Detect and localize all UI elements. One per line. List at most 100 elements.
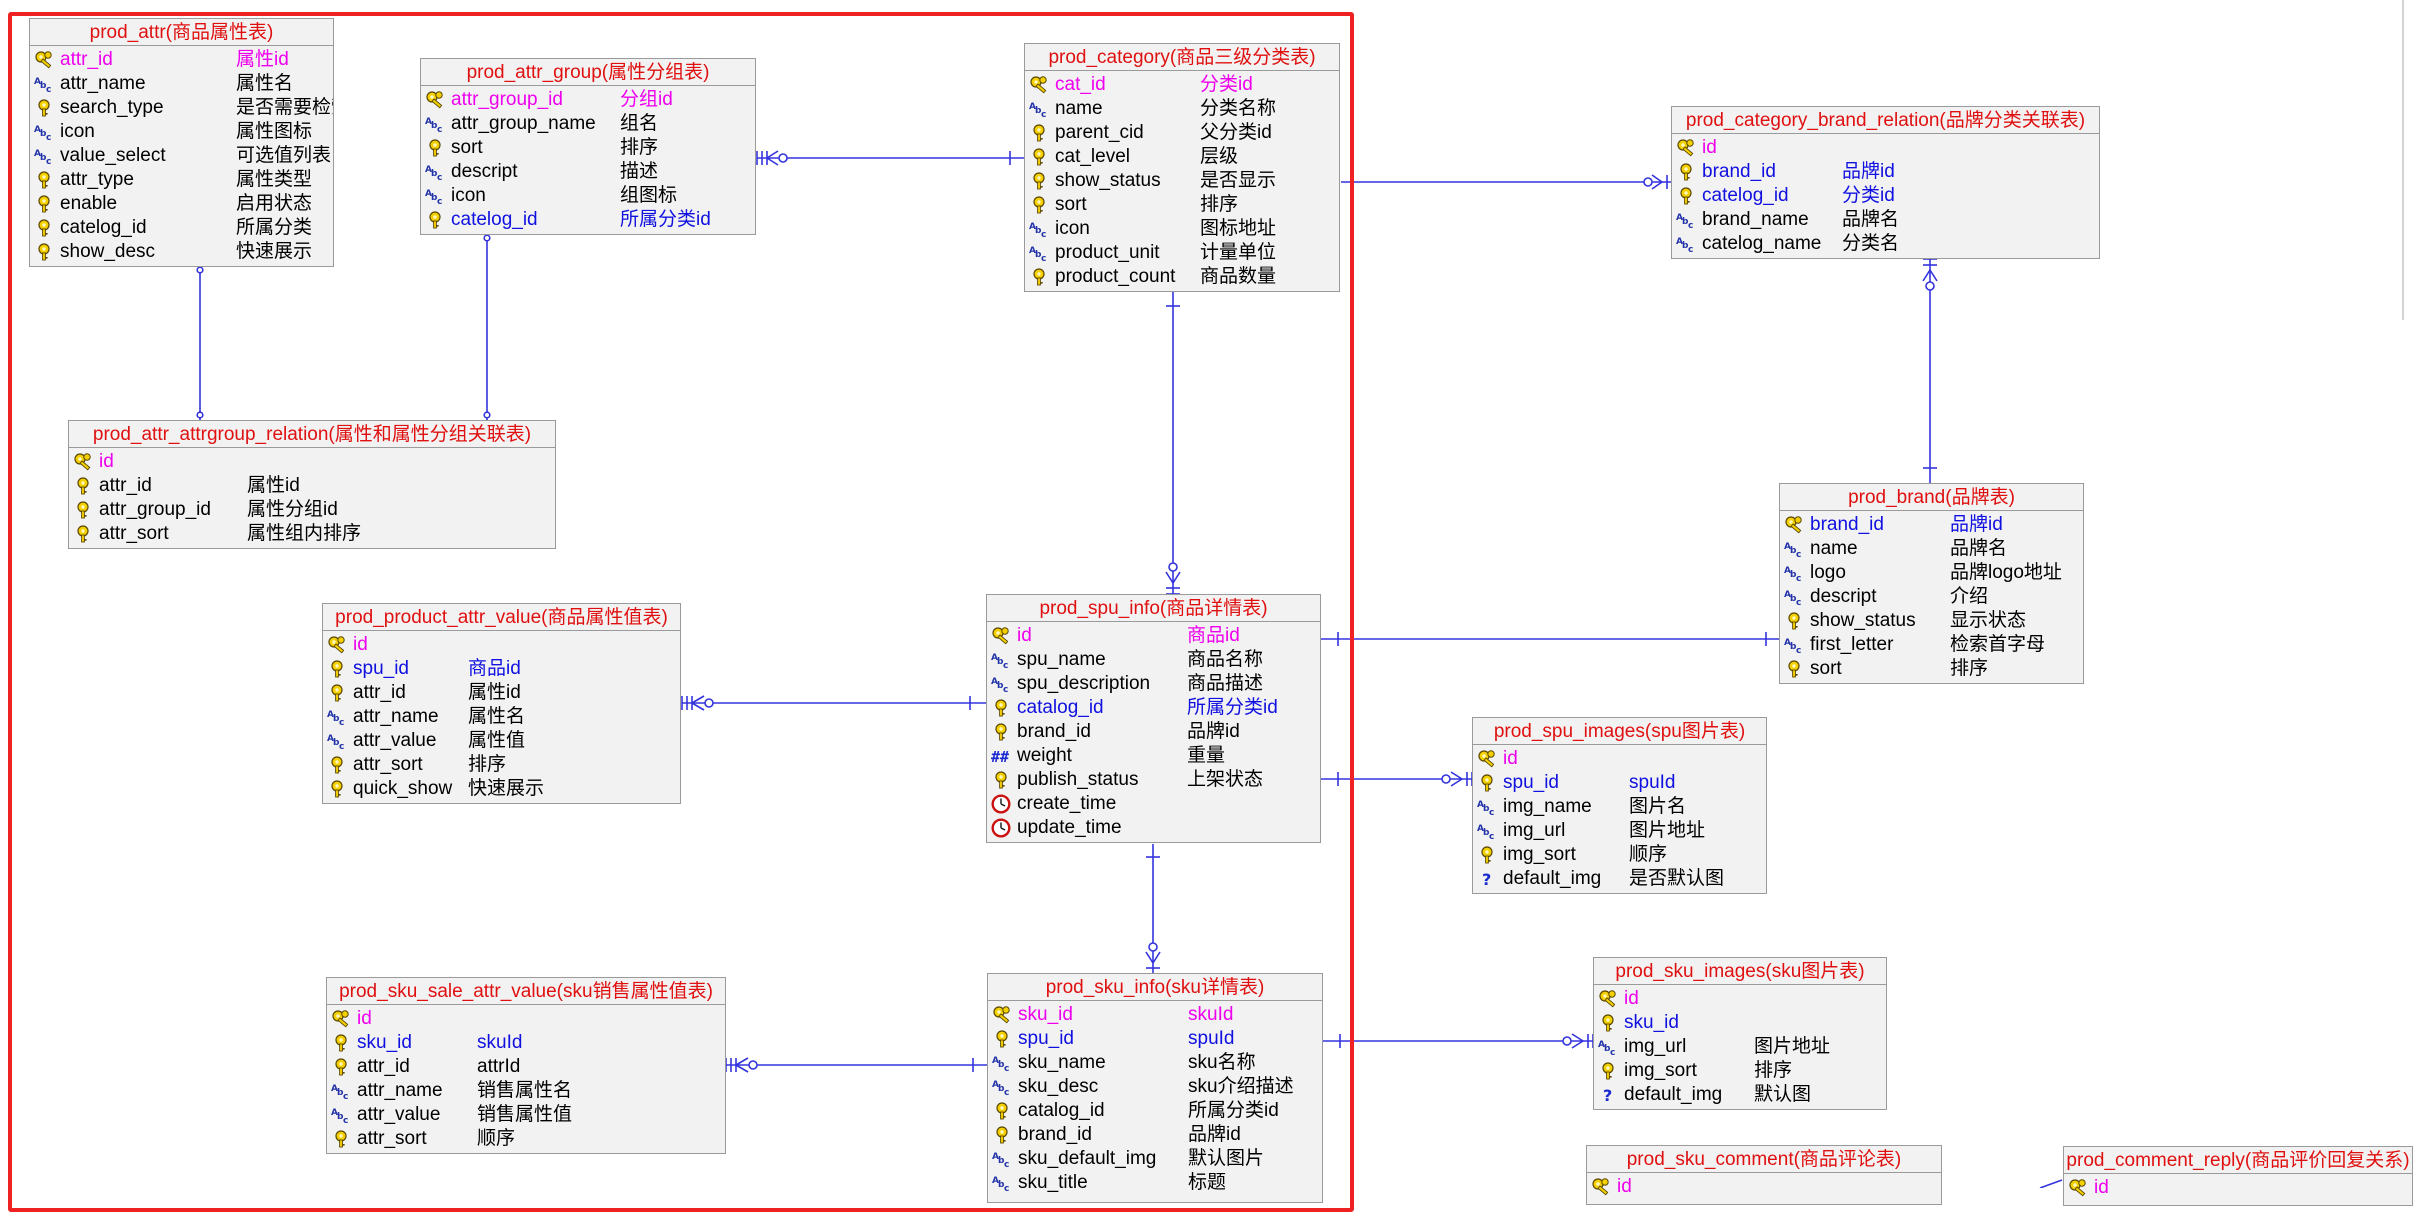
table-prod-sku-comment[interactable]: prod_sku_comment(商品评论表)id [1586, 1145, 1942, 1205]
table-prod-comment-reply[interactable]: prod_comment_reply(商品评价回复关系)id [2063, 1146, 2413, 1206]
table-prod-attr-attrgroup-relation[interactable]: prod_attr_attrgroup_relation(属性和属性分组关联表)… [68, 420, 556, 549]
column-row[interactable]: id [2064, 1176, 2412, 1200]
column-row[interactable]: id [1473, 747, 1766, 771]
column-row[interactable]: id [69, 450, 555, 474]
numeric-key-icon [1029, 171, 1049, 191]
column-row[interactable]: search_type是否需要检索 [30, 96, 333, 120]
column-row[interactable]: id [327, 1007, 725, 1031]
column-row[interactable]: id [1672, 136, 2099, 160]
column-row[interactable]: id [323, 633, 680, 657]
scrollbar-edge[interactable] [2402, 0, 2404, 320]
column-comment: 所属分类id [1187, 697, 1278, 718]
column-row[interactable]: id [1587, 1175, 1941, 1199]
column-row[interactable]: create_time [987, 792, 1320, 816]
column-row[interactable]: id [1594, 987, 1886, 1011]
column-row[interactable]: update_time [987, 816, 1320, 840]
column-row[interactable]: sku_id [1594, 1011, 1886, 1035]
